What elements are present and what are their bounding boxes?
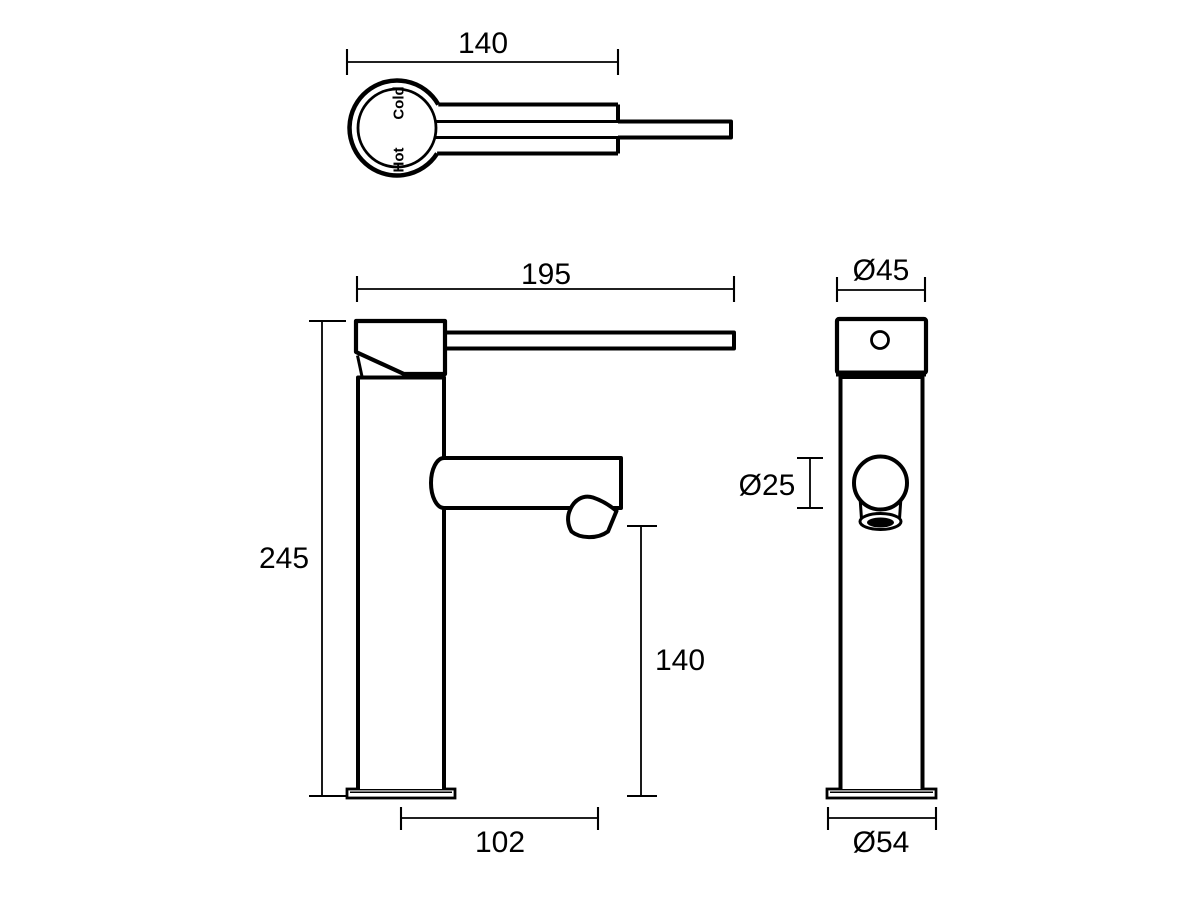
dim-label-outlet-reach: 102 [475, 826, 525, 859]
hot-marking-label: Hot [391, 148, 408, 173]
lever-bar-top-outline [618, 119, 733, 140]
body-column-front-outline [356, 375, 446, 789]
top-view-plan: 140 Cold Hot [345, 27, 733, 178]
dim-label-front-width: 195 [521, 258, 571, 291]
spout-arm-front-outline [444, 456, 623, 510]
dim-label-outlet-height: 140 [655, 644, 705, 677]
body-top-outline [437, 102, 620, 156]
cold-marking-label: Cold [391, 86, 408, 119]
dim-label-outlet-diameter: Ø25 [739, 469, 796, 502]
dim-label-top-width: 140 [458, 27, 508, 60]
handle-head-front-outline [353, 318, 448, 377]
spout-outlet-front-outline [566, 494, 619, 540]
handle-dial-inner-circle [356, 87, 438, 169]
spout-top-outline-lines [435, 120, 618, 139]
handle-neck-line [356, 355, 364, 377]
dim-label-body-diameter: Ø45 [853, 254, 910, 287]
dim-label-front-height: 245 [259, 542, 309, 575]
lever-bar-front-outline [443, 330, 736, 351]
side-view-elevation: Ø45 Ø25 Ø54 [739, 254, 938, 859]
body-column-side-outline [838, 375, 925, 789]
aerator-inner-ellipse [867, 517, 894, 528]
front-view-elevation: 195 245 140 102 [259, 258, 736, 859]
base-plate-side-outline [825, 787, 938, 800]
handle-dial-outer-ring [347, 78, 441, 178]
dim-label-base-diameter: Ø54 [853, 826, 910, 859]
base-plate-front-outline [345, 787, 457, 800]
handle-pin-hole [870, 330, 890, 350]
spout-ball-side-outline [852, 454, 909, 512]
